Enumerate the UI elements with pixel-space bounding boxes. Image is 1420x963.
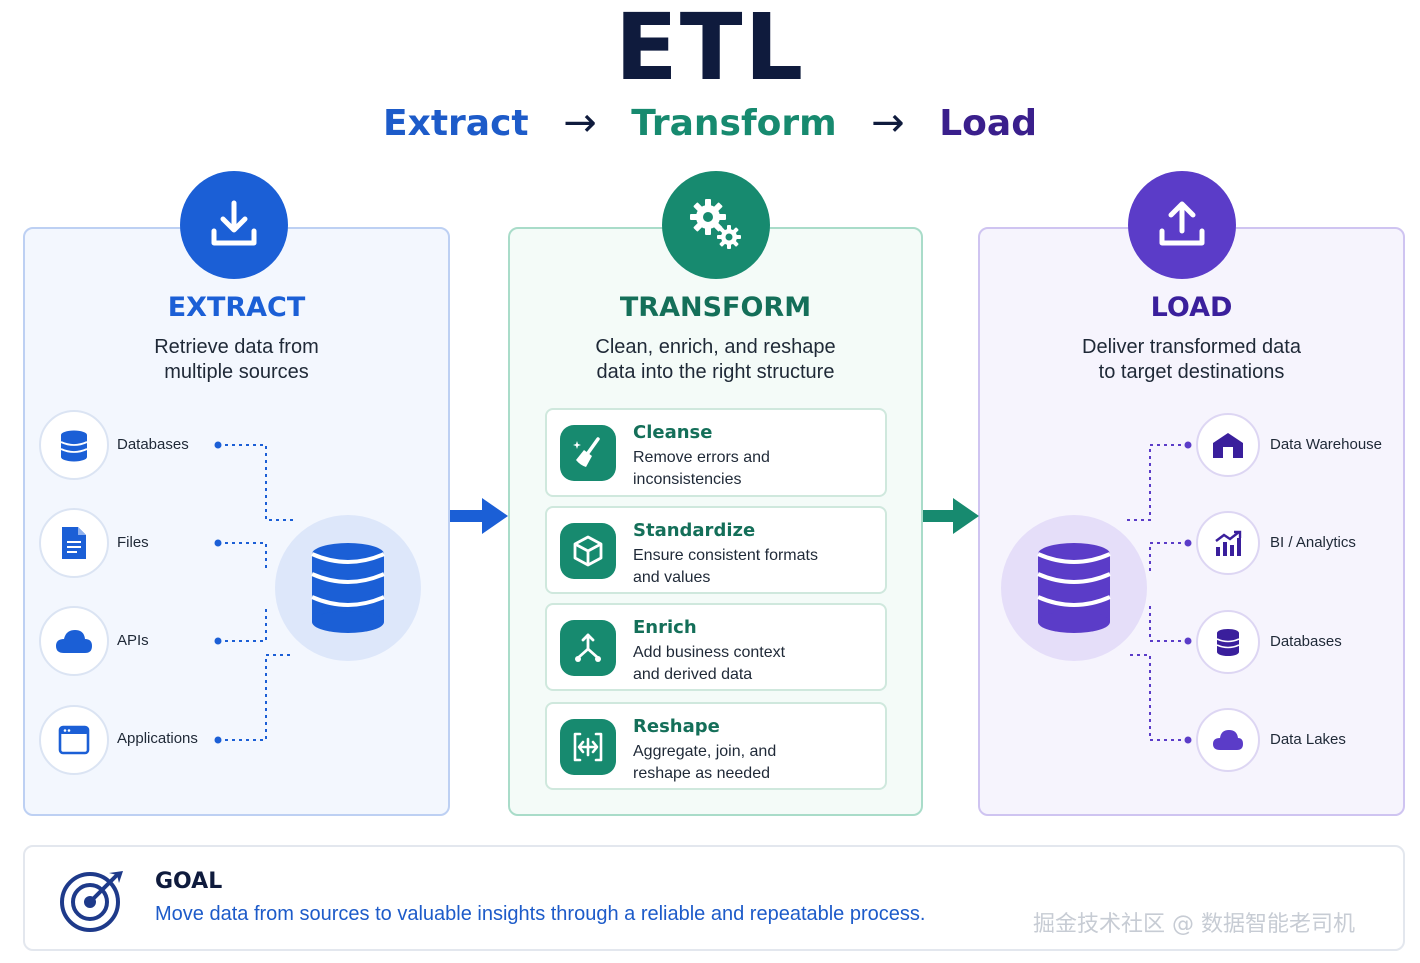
flow-arrow-transform-to-load: [923, 498, 979, 534]
transform-step-standardize: Standardize Ensure consistent formats an…: [545, 506, 887, 594]
database-icon: [1037, 543, 1111, 633]
subtitle-flow: Extract → Transform → Load: [0, 100, 1420, 146]
step-desc-cleanse: Remove errors and inconsistencies: [633, 447, 878, 491]
cube-icon: [573, 535, 603, 567]
subtitle-load: Load: [939, 102, 1037, 144]
transform-description-line-1: Clean, enrich, and reshape: [595, 336, 836, 358]
transform-step-reshape: Reshape Aggregate, join, and reshape as …: [545, 702, 887, 790]
load-description: Deliver transformed data to target desti…: [978, 335, 1405, 385]
step-icon-bg: [560, 719, 616, 775]
step-desc-line: inconsistencies: [633, 471, 742, 488]
warehouse-icon: [1213, 433, 1243, 458]
extract-hub: [275, 515, 421, 661]
subtitle-extract: Extract: [383, 102, 529, 144]
step-desc-line: and values: [633, 569, 711, 586]
download-icon: [211, 200, 257, 246]
step-desc-reshape: Aggregate, join, and reshape as needed: [633, 741, 878, 785]
extract-description: Retrieve data from multiple sources: [23, 335, 450, 385]
step-title-cleanse: Cleanse: [633, 422, 713, 443]
step-desc-line: Remove errors and: [633, 449, 770, 466]
target-icon: [60, 871, 123, 932]
transform-title: TRANSFORM: [619, 292, 812, 323]
subtitle-arrow-2: →: [871, 100, 905, 146]
step-title-enrich: Enrich: [633, 617, 697, 638]
transform-step-cleanse: Cleanse Remove errors and inconsistencie…: [545, 408, 887, 497]
load-hub: [1001, 515, 1147, 661]
step-desc-enrich: Add business context and derived data: [633, 642, 878, 686]
flow-arrow-extract-to-transform: [450, 498, 508, 534]
step-desc-line: Ensure consistent formats: [633, 547, 818, 564]
step-icon-bg: [560, 620, 616, 676]
transform-description: Clean, enrich, and reshape data into the…: [508, 335, 923, 385]
destination-label-bi-analytics: BI / Analytics: [1270, 534, 1356, 551]
upload-icon: [1159, 201, 1205, 246]
source-label-files: Files: [117, 534, 149, 551]
destination-bi-analytics: [1196, 511, 1260, 575]
source-files: [39, 508, 109, 578]
destination-label-databases: Databases: [1270, 633, 1342, 650]
watermark: 掘金技术社区 @ 数据智能老司机: [1033, 912, 1355, 937]
extract-description-line-2: multiple sources: [164, 361, 309, 383]
step-desc-line: Add business context: [633, 644, 786, 661]
transform-stage-icon-circle: [662, 171, 770, 279]
goal-box: GOAL Move data from sources to valuable …: [23, 845, 1405, 951]
subtitle-arrow-1: →: [563, 100, 597, 146]
branch-icon: [575, 633, 601, 662]
file-icon: [62, 527, 86, 559]
extract-stage-icon-circle: [180, 171, 288, 279]
database-icon: [1216, 629, 1240, 656]
reshape-icon: [573, 732, 603, 762]
load-stage-icon-circle: [1128, 171, 1236, 279]
destination-label-data-lakes: Data Lakes: [1270, 731, 1346, 748]
load-description-line-1: Deliver transformed data: [1082, 336, 1301, 358]
step-title-standardize: Standardize: [633, 520, 756, 541]
source-databases: [39, 410, 109, 480]
goal-title: GOAL: [155, 869, 223, 894]
destination-label-data-warehouse: Data Warehouse: [1270, 436, 1383, 453]
source-label-apis: APIs: [117, 632, 149, 649]
step-desc-standardize: Ensure consistent formats and values: [633, 545, 878, 589]
browser-window-icon: [58, 725, 90, 755]
destination-databases: [1196, 610, 1260, 674]
transform-description-line-2: data into the right structure: [596, 361, 835, 383]
source-applications: [39, 705, 109, 775]
extract-description-line-1: Retrieve data from: [154, 336, 319, 358]
step-desc-line: Aggregate, join, and: [633, 743, 777, 760]
step-icon-bg: [560, 523, 616, 579]
database-icon: [60, 430, 88, 462]
load-description-line-2: to target destinations: [1098, 361, 1285, 383]
transform-step-enrich: Enrich Add business context and derived …: [545, 603, 887, 691]
gears-icon: [690, 199, 741, 249]
step-desc-line: and derived data: [633, 666, 753, 683]
database-icon: [311, 543, 385, 633]
goal-text: Move data from sources to valuable insig…: [155, 903, 926, 925]
cloud-icon: [1213, 730, 1243, 750]
subtitle-transform: Transform: [631, 102, 837, 144]
main-title: ETL: [614, 0, 806, 101]
destination-data-warehouse: [1196, 413, 1260, 477]
step-desc-line: reshape as needed: [633, 765, 770, 782]
load-title: LOAD: [1150, 292, 1233, 323]
step-icon-bg: [560, 425, 616, 481]
extract-title: EXTRACT: [167, 292, 306, 323]
step-title-reshape: Reshape: [633, 716, 720, 737]
destination-data-lakes: [1196, 708, 1260, 772]
broom-icon: [573, 437, 600, 467]
source-label-databases: Databases: [117, 436, 189, 453]
bar-chart-icon: [1215, 530, 1242, 556]
cloud-icon: [56, 630, 92, 653]
source-apis: [39, 606, 109, 676]
source-label-applications: Applications: [117, 730, 198, 747]
